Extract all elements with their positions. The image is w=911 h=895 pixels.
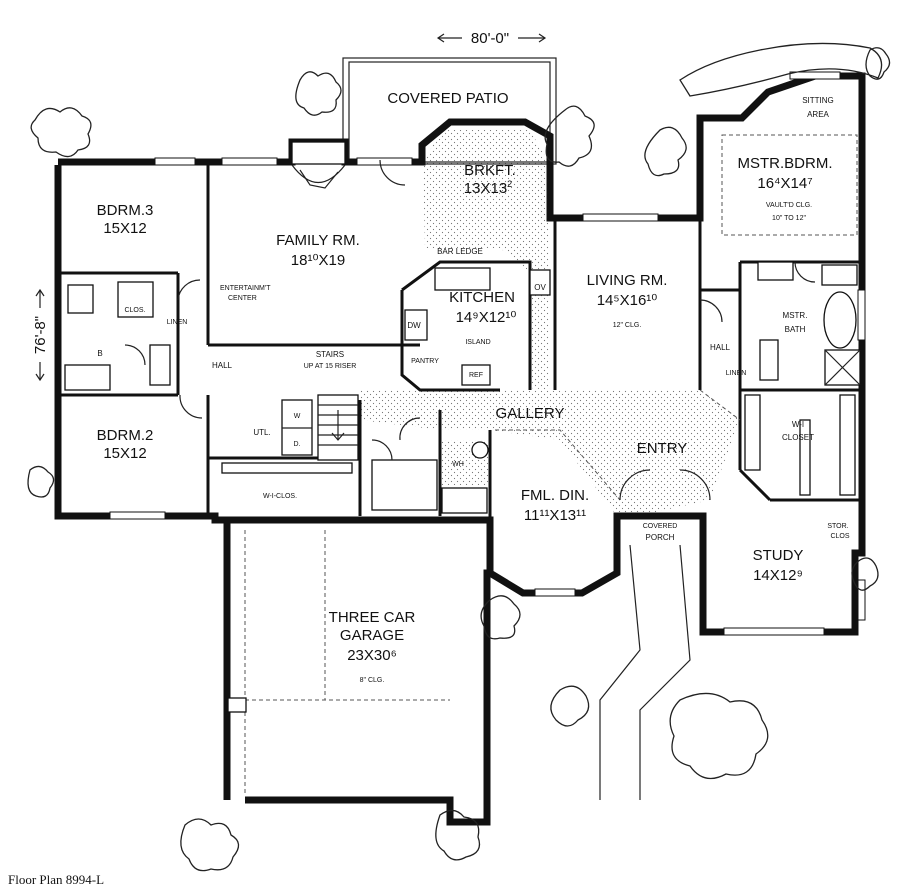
overall-width-label: 80'-0" bbox=[471, 30, 509, 47]
bath-b-label: B bbox=[97, 349, 102, 358]
brkft-size: 13X132 bbox=[464, 179, 512, 197]
door-swings bbox=[124, 159, 816, 501]
brkft-name: BRKFT. bbox=[464, 162, 516, 179]
fireplace bbox=[291, 141, 346, 189]
front-walkway bbox=[599, 544, 691, 800]
fml-din-name: FML. DIN. bbox=[521, 487, 589, 504]
study-size: 14X12⁹ bbox=[753, 567, 803, 584]
fml-din-size: 11¹¹X13¹¹ bbox=[524, 507, 586, 524]
dimension-labels: 80'-0" 76'-8" bbox=[32, 30, 509, 354]
covered-patio-outline bbox=[342, 57, 557, 165]
mstr-bath-line1: MSTR. bbox=[783, 311, 808, 320]
covered-porch-line1: COVERED bbox=[643, 523, 678, 530]
garage-note: 8" CLG. bbox=[360, 677, 385, 684]
windows bbox=[109, 71, 866, 636]
family-rm-name: FAMILY RM. bbox=[276, 232, 360, 249]
linen-left-label: LINEN bbox=[167, 319, 188, 326]
tiled-floor-areas bbox=[360, 130, 740, 520]
garage-line2: GARAGE bbox=[340, 627, 404, 644]
wi-closet-line1: W-I bbox=[792, 420, 804, 429]
bar-ledge-label: BAR LEDGE bbox=[437, 247, 483, 256]
dw-label: DW bbox=[407, 321, 421, 330]
living-rm-name: LIVING RM. bbox=[587, 272, 668, 289]
dimension-lines bbox=[35, 33, 547, 382]
dashed-ceiling-lines bbox=[244, 134, 858, 795]
fixtures bbox=[64, 261, 861, 713]
stor-clos-line2: CLOS bbox=[830, 533, 849, 540]
dryer-label: D. bbox=[294, 441, 301, 448]
garage-line1: THREE CAR bbox=[329, 609, 416, 626]
landscape-shrubs bbox=[27, 42, 891, 872]
living-rm-note: 12" CLG. bbox=[613, 322, 642, 329]
covered-porch-line2: PORCH bbox=[646, 533, 675, 542]
bdrm2-name: BDRM.2 bbox=[97, 427, 154, 444]
stor-clos-line1: STOR. bbox=[827, 523, 848, 530]
clos-label: CLOS. bbox=[124, 307, 145, 314]
gallery-label: GALLERY bbox=[496, 405, 565, 422]
bdrm3-name: BDRM.3 bbox=[97, 202, 154, 219]
family-rm-size: 18¹⁰X19 bbox=[291, 252, 345, 269]
mstr-bath-line2: BATH bbox=[785, 325, 806, 334]
island-label: ISLAND bbox=[465, 339, 490, 346]
bdrm3-size: 15X12 bbox=[103, 220, 146, 237]
hall-left-label: HALL bbox=[212, 361, 233, 370]
mstr-bdrm-note1: VAULT'D CLG. bbox=[766, 202, 812, 209]
entry-label: ENTRY bbox=[637, 440, 688, 457]
mstr-bdrm-name: MSTR.BDRM. bbox=[738, 155, 833, 172]
mstr-bdrm-size: 16⁴X14⁷ bbox=[757, 175, 812, 192]
wi-closet-line2: CLOSET bbox=[782, 433, 814, 442]
interior-walls bbox=[58, 162, 862, 520]
sitting-area-line1: SITTING bbox=[802, 96, 834, 105]
linen-right-label: LINEN bbox=[726, 370, 747, 377]
washer-label: W bbox=[294, 413, 301, 420]
study-name: STUDY bbox=[753, 547, 804, 564]
ref-label: REF bbox=[469, 372, 483, 379]
bdrm2-size: 15X12 bbox=[103, 445, 146, 462]
kitchen-size: 14⁹X12¹⁰ bbox=[456, 309, 517, 326]
overall-depth-label: 76'-8" bbox=[32, 316, 49, 354]
sitting-area-line2: AREA bbox=[807, 110, 829, 119]
covered-patio-name: COVERED PATIO bbox=[387, 90, 508, 107]
garage-size: 23X30⁶ bbox=[347, 647, 397, 664]
wh-label: WH bbox=[452, 461, 464, 468]
hall-right-label: HALL bbox=[710, 343, 731, 352]
entertainment-line1: ENTERTAINM'T bbox=[220, 285, 271, 292]
ov-label: OV bbox=[534, 283, 546, 292]
stairs-name: STAIRS bbox=[316, 350, 344, 359]
entertainment-line2: CENTER bbox=[228, 295, 257, 302]
floor-plan-caption: Floor Plan 8994-L bbox=[8, 872, 105, 887]
wi-clos-label: W-I-CLOS. bbox=[263, 493, 297, 500]
mstr-bdrm-note2: 10" TO 12" bbox=[772, 215, 806, 222]
utl-label: UTL. bbox=[253, 428, 270, 437]
pantry-label: PANTRY bbox=[411, 358, 439, 365]
room-labels: COVERED PATIO BRKFT. 13X132 SITTING AREA… bbox=[97, 90, 850, 684]
stair-treads bbox=[317, 394, 359, 461]
living-rm-size: 14⁵X16¹⁰ bbox=[597, 292, 658, 309]
stairs-note: UP AT 15 RISER bbox=[304, 363, 357, 370]
kitchen-name: KITCHEN bbox=[449, 289, 515, 306]
